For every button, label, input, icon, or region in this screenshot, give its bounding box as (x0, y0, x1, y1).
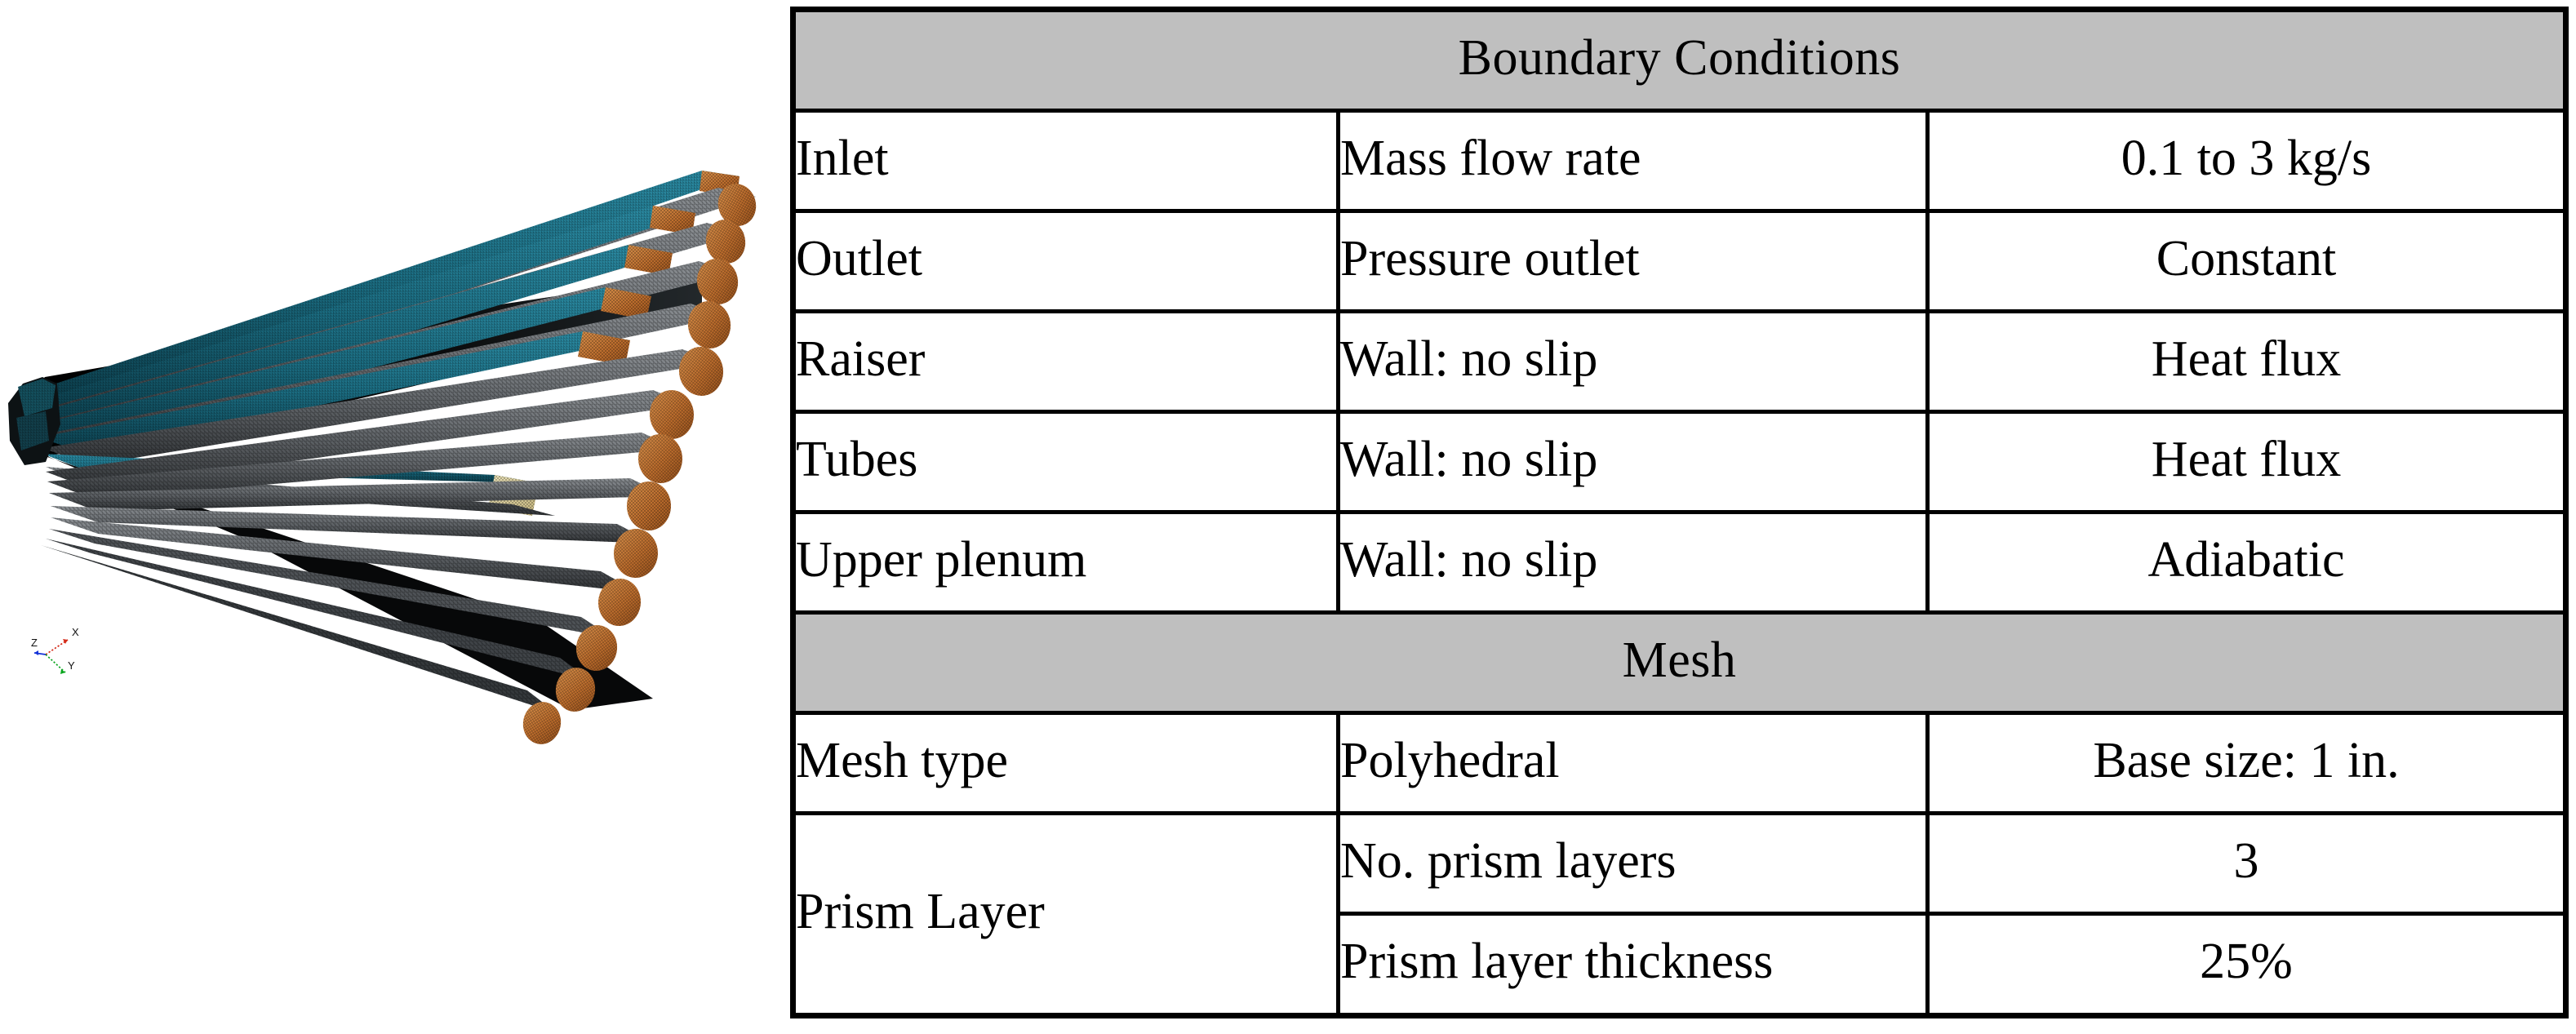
fluid-slab (38, 287, 651, 442)
axis-y-label: Y (68, 659, 75, 672)
row-label-outlet: Outlet (791, 209, 1340, 314)
row-middle-prism-layer-thickness: Prism layer thickness (1336, 912, 1930, 1018)
row-label-raiser: Raiser (791, 309, 1340, 415)
axis-y-line (45, 654, 66, 673)
axis-z-arrow (34, 650, 38, 655)
tube-row (46, 390, 695, 490)
table-row: Mesh type Polyhedral Base size: 1 in. (791, 711, 2569, 816)
axis-x-arrow (63, 639, 68, 644)
table-row: Outlet Pressure outlet Constant (791, 209, 2569, 314)
row-middle-outlet: Pressure outlet (1336, 209, 1930, 314)
row-middle-upper-plenum: Wall: no slip (1336, 510, 1930, 615)
tube-row (49, 529, 618, 671)
row-label-upper-plenum: Upper plenum (791, 510, 1340, 615)
row-label-tubes: Tubes (791, 410, 1340, 515)
boundary-conditions-header: Boundary Conditions (790, 7, 2569, 113)
axis-z-label: Z (31, 637, 38, 649)
fluid-slab (39, 331, 630, 454)
upper-plenum-apex (8, 377, 60, 465)
row-value-inlet: 0.1 to 3 kg/s (1925, 109, 2569, 214)
table-row: Prism layer thickness 25% (793, 912, 2569, 1018)
row-label-prism-layer: Prism Layer (791, 811, 1340, 1018)
row-label-mesh-type: Mesh type (791, 711, 1340, 816)
figure-panel: X Y Z (0, 0, 784, 1034)
row-middle-no-prism-layers: No. prism layers (1336, 811, 1930, 916)
row-value-upper-plenum: Adiabatic (1925, 510, 2569, 615)
tube-row (41, 545, 562, 744)
row-value-outlet: Constant (1925, 209, 2569, 314)
row-value-mesh-type: Base size: 1 in. (1925, 711, 2569, 816)
table-row: Upper plenum Wall: no slip Adiabatic (791, 510, 2569, 615)
section-header-row: Boundary Conditions (790, 7, 2569, 113)
upper-tube-bank (31, 171, 757, 465)
tube-row (47, 433, 683, 499)
tube-row (51, 506, 659, 578)
axis-triad: X Y Z (31, 626, 79, 674)
table-row: Tubes Wall: no slip Heat flux (791, 410, 2569, 515)
fluid-slab (34, 206, 695, 418)
tube-row (46, 539, 596, 712)
row-middle-inlet: Mass flow rate (1336, 109, 1930, 214)
row-value-prism-layer-thickness: 25% (1925, 912, 2569, 1018)
table-row: Prism Layer No. prism layers 3 (791, 811, 2569, 1018)
cfd-mesh-render-svg: X Y Z (0, 0, 784, 1034)
tube-row (42, 347, 724, 465)
row-value-no-prism-layers: 3 (1925, 811, 2569, 916)
boundary-conditions-and-mesh-table: Boundary Conditions Inlet Mass flow rate… (790, 7, 2569, 1018)
row-value-tubes: Heat flux (1925, 410, 2569, 515)
table-row: Raiser Wall: no slip Heat flux (791, 309, 2569, 415)
tube-row (51, 517, 642, 626)
row-middle-tubes: Wall: no slip (1336, 410, 1930, 515)
row-value-raiser: Heat flux (1925, 309, 2569, 415)
table-row: Inlet Mass flow rate 0.1 to 3 kg/s (791, 109, 2569, 214)
axis-x-label: X (72, 626, 79, 638)
table-panel: Boundary Conditions Inlet Mass flow rate… (790, 7, 2569, 1018)
axis-y-arrow (60, 669, 65, 674)
section-header-row: Mesh (790, 610, 2569, 716)
tube-row (49, 478, 671, 530)
axis-x-line (45, 639, 69, 655)
row-middle-raiser: Wall: no slip (1336, 309, 1930, 415)
row-label-inlet: Inlet (791, 109, 1340, 214)
lower-tube-bank (41, 390, 695, 744)
fluid-slab (36, 245, 673, 430)
mesh-header: Mesh (790, 610, 2569, 716)
row-middle-mesh-type: Polyhedral (1336, 711, 1930, 816)
